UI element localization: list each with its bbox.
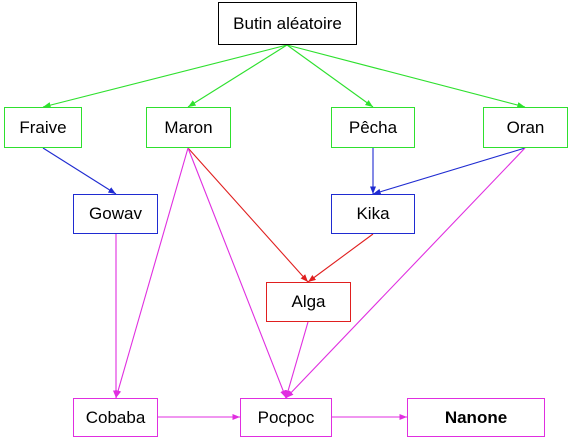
edge-alga-to-pocpoc — [285, 321, 309, 399]
edge-root-to-pecha — [286, 44, 374, 108]
edge-kika-to-alga — [307, 233, 374, 283]
node-gowav: Gowav — [73, 194, 158, 234]
edge-root-to-maron — [187, 44, 288, 108]
node-kika: Kika — [331, 194, 415, 234]
node-maron: Maron — [146, 107, 231, 148]
edge-root-to-fraive — [42, 44, 288, 109]
node-alga: Alga — [266, 282, 351, 322]
node-butin-aleatoire: Butin aléatoire — [218, 2, 357, 45]
edge-oran-to-pocpoc — [285, 147, 526, 399]
node-oran: Oran — [483, 107, 568, 148]
edge-maron-to-pocpoc — [187, 147, 287, 399]
edge-maron-to-cobaba — [115, 147, 189, 399]
edge-oran-to-kika — [372, 147, 526, 195]
edge-fraive-to-gowav — [42, 147, 117, 195]
edge-root-to-oran — [286, 44, 526, 109]
node-nanone: Nanone — [407, 398, 545, 437]
node-fraive: Fraive — [4, 107, 82, 148]
node-pocpoc: Pocpoc — [240, 398, 332, 437]
edge-maron-to-alga — [187, 147, 309, 283]
node-cobaba: Cobaba — [73, 398, 158, 437]
node-pecha: Pêcha — [331, 107, 415, 148]
